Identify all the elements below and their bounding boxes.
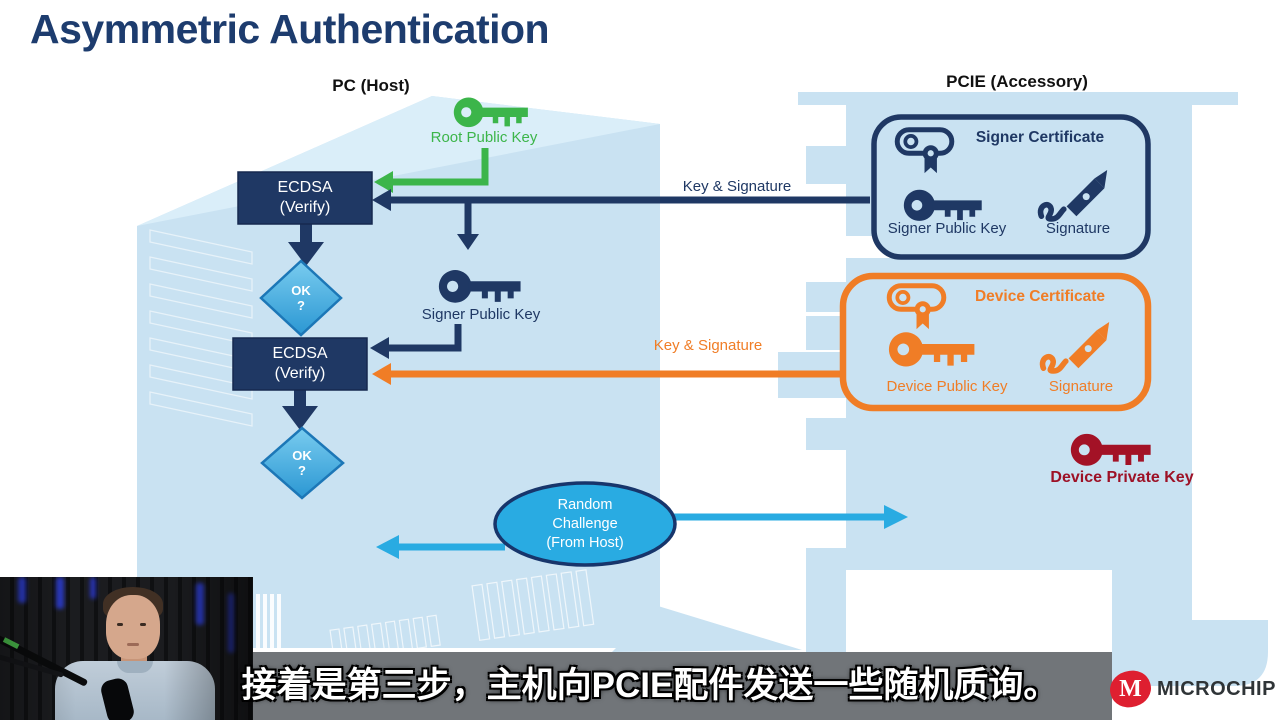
key-signature-arrow-orange	[372, 363, 843, 385]
device-certificate-key-label: Device Public Key	[886, 378, 1008, 395]
microchip-logo: M MICROCHIP	[1105, 664, 1276, 714]
ok-text-2: OK ?	[292, 448, 312, 478]
slot-group-b	[471, 569, 595, 641]
signer-certificate-signature-label: Signature	[1045, 220, 1111, 237]
verify2-to-ok2-arrow	[282, 390, 318, 430]
page-title: Asymmetric Authentication	[30, 6, 550, 52]
webcam-overlay	[0, 577, 253, 720]
key-signature-label-top: Key & Signature	[682, 178, 792, 195]
ok-diamond-2	[260, 426, 345, 500]
ecdsa1-line1: ECDSA	[277, 179, 333, 196]
ecdsa2-line2: (Verify)	[274, 365, 326, 382]
presenter-head	[106, 595, 160, 659]
accessory-header: PCIE (Accessory)	[946, 72, 1088, 91]
root-key-arrow	[374, 148, 489, 193]
logo-mark-letter: M	[1119, 675, 1142, 702]
device-certificate-box	[839, 272, 1152, 412]
ecdsa1-line2: (Verify)	[279, 199, 331, 216]
signer-certificate-key-label: Signer Public Key	[887, 220, 1007, 237]
key-signature-label-bottom: Key & Signature	[653, 337, 763, 354]
ok2-line2: ?	[298, 463, 306, 478]
ecdsa-verify-text-1: ECDSA (Verify)	[277, 178, 332, 218]
webcam-shade	[0, 577, 253, 720]
key-signature-arrow-navy	[372, 189, 870, 250]
led-glow	[228, 593, 234, 653]
ok2-line1: OK	[292, 448, 312, 463]
signer-public-key-label-host: Signer Public Key	[421, 306, 541, 323]
presenter-eye	[117, 623, 123, 626]
logo-backdrop	[1112, 620, 1268, 686]
challenge-arrow-left	[376, 535, 505, 559]
led-glow	[196, 583, 204, 625]
random-challenge-ellipse	[493, 481, 677, 567]
verify1-to-ok1-arrow	[288, 224, 324, 266]
device-private-key-label: Device Private Key	[1050, 469, 1194, 486]
ecdsa-verify-box-1	[237, 171, 373, 225]
signer-certificate-title: Signer Certificate	[975, 129, 1105, 146]
random-challenge-line2: Challenge	[552, 516, 618, 532]
signer-certificate-box	[871, 114, 1151, 260]
ok-diamond-1	[259, 259, 343, 337]
ecdsa-verify-text-2: ECDSA (Verify)	[272, 344, 327, 384]
random-challenge-text: Random Challenge (From Host)	[546, 496, 623, 553]
ecdsa-verify-box-2	[232, 337, 368, 391]
led-glow	[56, 577, 64, 609]
presenter-eye	[140, 623, 146, 626]
bottom-bars	[256, 594, 281, 652]
ok1-line2: ?	[297, 298, 305, 313]
random-challenge-line1: Random	[557, 497, 613, 513]
challenge-arrow-right	[664, 505, 908, 529]
microchip-logo-text: MICROCHIP	[1157, 677, 1276, 700]
presenter-mouth	[127, 643, 139, 646]
host-header: PC (Host)	[332, 76, 410, 95]
ok-text-1: OK ?	[291, 283, 311, 313]
presenter-collar	[117, 661, 153, 673]
root-public-key-label: Root Public Key	[430, 129, 538, 146]
ok1-line1: OK	[291, 283, 311, 298]
signer-key-arrow	[370, 324, 462, 359]
random-challenge-line3: (From Host)	[546, 535, 624, 551]
led-glow	[18, 577, 26, 603]
subtitle-text: 接着是第三步，主机向PCIE配件发送一些随机质询。	[241, 666, 1059, 705]
device-certificate-title: Device Certificate	[974, 288, 1106, 305]
led-glow	[90, 577, 96, 599]
device-certificate-signature-label: Signature	[1048, 378, 1114, 395]
ecdsa2-line1: ECDSA	[272, 345, 328, 362]
